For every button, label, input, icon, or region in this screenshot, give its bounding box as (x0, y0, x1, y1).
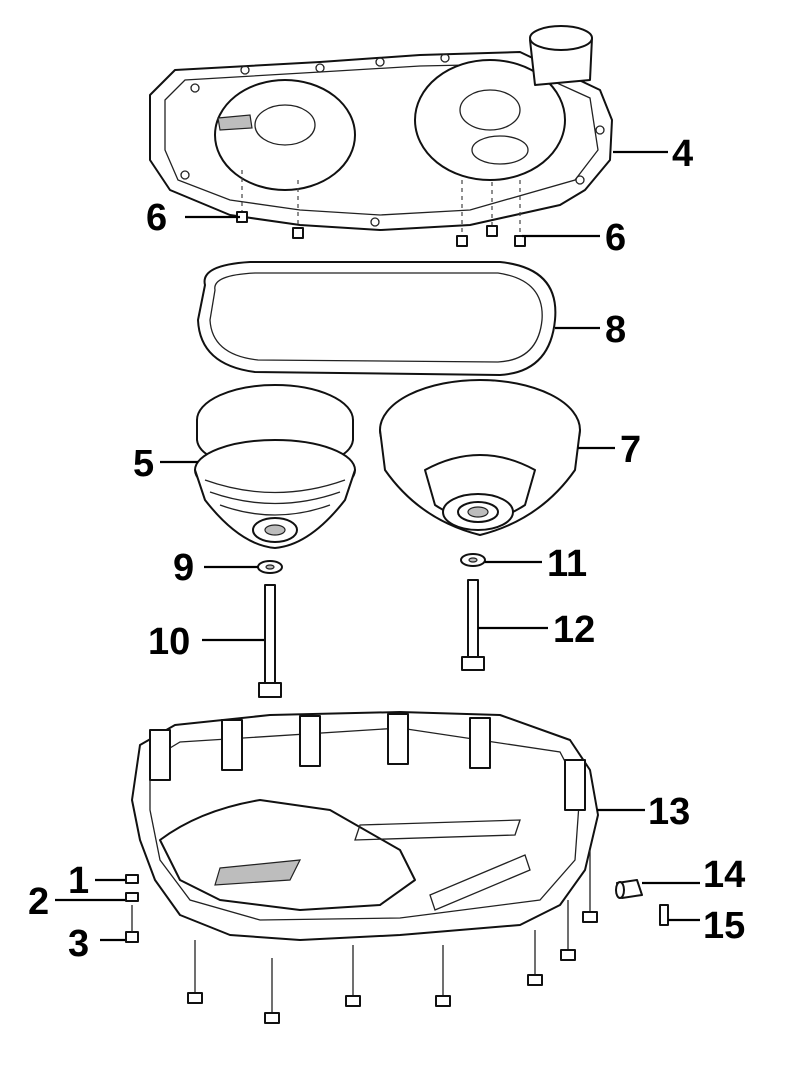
label-5: 5 (133, 443, 154, 485)
label-12: 12 (553, 609, 595, 651)
part-drive-clutch (194, 384, 356, 549)
label-1: 1 (68, 860, 89, 902)
part-clutch-bolts (258, 579, 485, 698)
label-11: 11 (547, 543, 587, 585)
part-driven-clutch (379, 379, 581, 536)
label-7: 7 (620, 429, 641, 471)
label-14: 14 (703, 854, 745, 896)
label-6-left: 6 (146, 197, 167, 239)
label-9: 9 (173, 547, 194, 589)
leader-lines (55, 150, 700, 942)
label-6-right: 6 (605, 217, 626, 259)
part-drive-belt (197, 261, 557, 376)
part-washers (257, 553, 486, 574)
part-inner-cover-bolts (125, 850, 598, 1024)
part-inner-cover (131, 711, 599, 941)
label-3: 3 (68, 923, 89, 965)
label-4: 4 (672, 133, 693, 175)
part-plug-and-clip (615, 879, 669, 926)
part-number-labels: 4 6 6 8 5 7 9 11 10 12 13 1 2 3 14 15 (28, 133, 745, 965)
label-15: 15 (703, 905, 745, 947)
label-2: 2 (28, 881, 49, 923)
inner-cover-bosses (149, 713, 586, 811)
label-13: 13 (648, 791, 690, 833)
part-outer-cover (149, 25, 613, 231)
label-8: 8 (605, 309, 626, 351)
label-10: 10 (148, 621, 190, 663)
